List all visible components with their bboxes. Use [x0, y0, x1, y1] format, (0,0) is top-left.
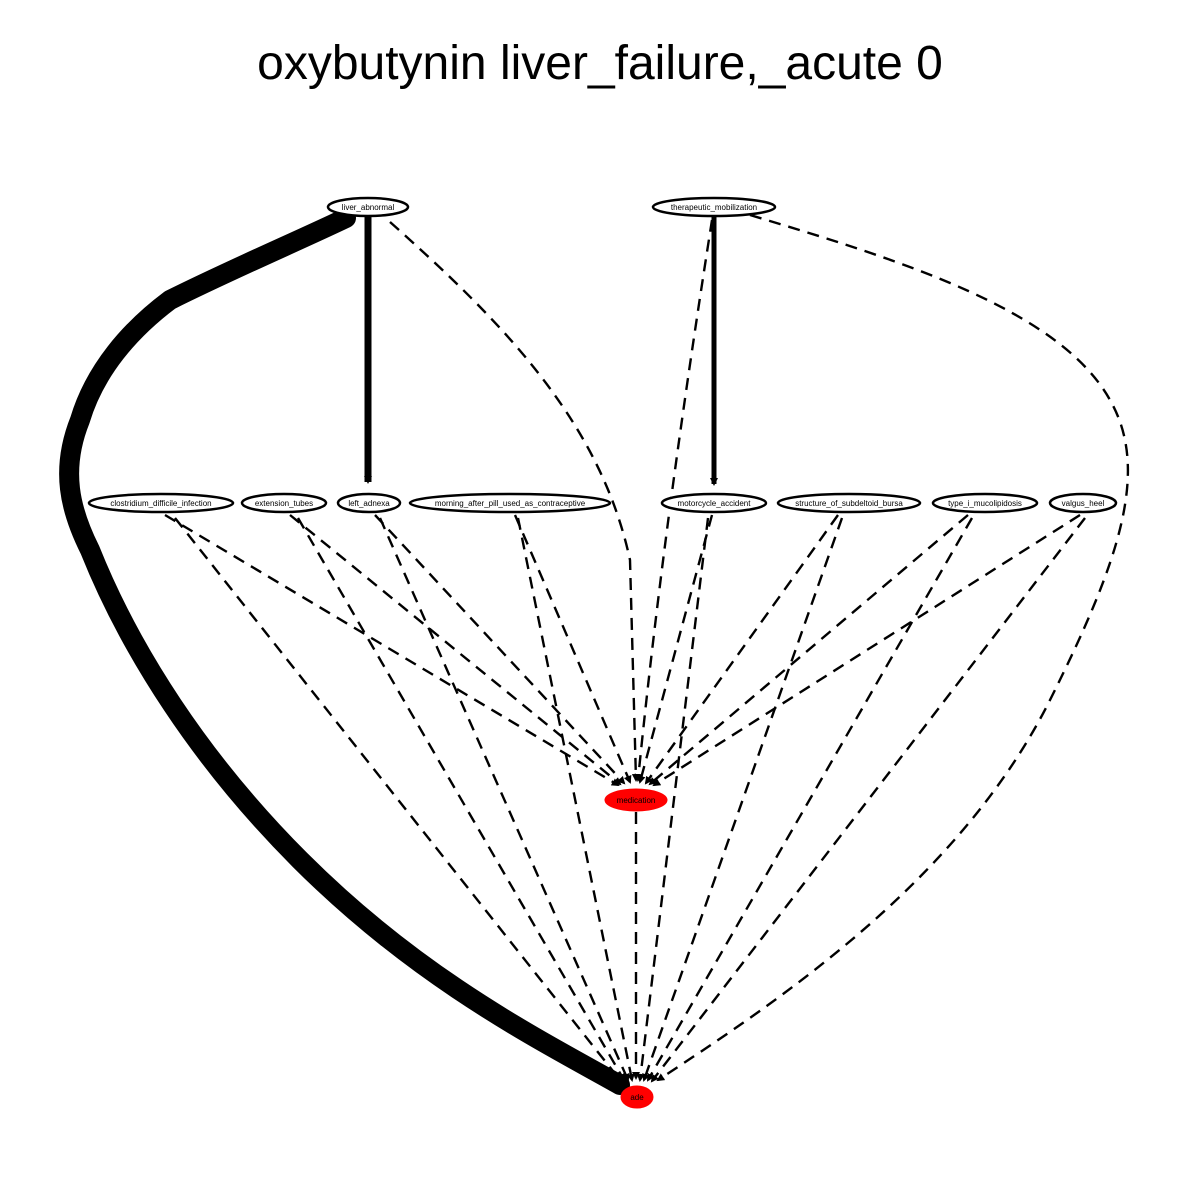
edge-extension-tubes-to-medication — [289, 514, 622, 786]
nodes: liver_abnormal therapeutic_mobilization … — [87, 196, 1118, 1109]
node-extension-tubes[interactable]: extension_tubes — [240, 492, 328, 514]
edge-left-adnexa-to-ade — [378, 517, 630, 1082]
edge-clostridium-to-medication — [164, 513, 620, 787]
edges — [59, 208, 1130, 1095]
edge-therapeutic-mobilization-to-medication — [634, 219, 714, 782]
node-therapeutic-mobilization[interactable]: therapeutic_mobilization — [651, 196, 777, 218]
node-label: morning_after_pill_used_as_contraceptive — [435, 499, 586, 508]
node-motorcycle-accident[interactable]: motorcycle_accident — [660, 492, 768, 514]
edge-left-adnexa-to-medication — [374, 514, 626, 785]
edge-valgus-heel-to-ade — [650, 517, 1086, 1083]
edge-subdeltoid-bursa-to-medication — [644, 514, 839, 785]
node-label: valgus_heel — [1062, 499, 1105, 508]
node-label: motorcycle_accident — [678, 499, 752, 508]
edge-valgus-heel-to-medication — [652, 513, 1081, 787]
node-label: medication — [617, 796, 656, 805]
node-medication[interactable]: medication — [604, 788, 668, 812]
edge-liver-abnormal-to-ade — [59, 208, 630, 1095]
edge-liver-abnormal-to-medication — [389, 221, 640, 782]
edge-therapeutic-mobilization-to-ade — [656, 213, 1130, 1082]
node-label: extension_tubes — [255, 499, 313, 508]
node-type-i-mucolipidosis[interactable]: type_i_mucolipidosis — [931, 492, 1039, 514]
node-liver-abnormal[interactable]: liver_abnormal — [326, 196, 410, 218]
node-clostridium-difficile-infection[interactable]: clostridium_difficile_infection — [87, 492, 235, 514]
node-morning-after-pill[interactable]: morning_after_pill_used_as_contraceptive — [408, 492, 612, 514]
node-label: therapeutic_mobilization — [671, 203, 757, 212]
edge-morning-after-pill-to-medication — [513, 514, 632, 784]
edge-mucolipidosis-to-medication — [648, 514, 969, 786]
edge-morning-after-pill-to-ade — [516, 517, 635, 1082]
node-label: left_adnexa — [348, 499, 390, 508]
node-label: type_i_mucolipidosis — [948, 499, 1022, 508]
node-left-adnexa[interactable]: left_adnexa — [336, 492, 402, 514]
node-label: ade — [630, 1093, 644, 1102]
node-label: clostridium_difficile_infection — [110, 499, 211, 508]
diagram-title: oxybutynin liver_failure,_acute 0 — [257, 37, 943, 90]
node-structure-of-subdeltoid-bursa[interactable]: structure_of_subdeltoid_bursa — [776, 492, 922, 514]
node-valgus-heel[interactable]: valgus_heel — [1048, 492, 1118, 514]
edge-extension-tubes-to-ade — [296, 517, 626, 1082]
edge-motorcycle-accident-to-medication — [637, 514, 714, 784]
node-label: liver_abnormal — [342, 203, 395, 212]
edge-mucolipidosis-to-ade — [646, 517, 974, 1082]
node-label: structure_of_subdeltoid_bursa — [795, 499, 903, 508]
node-ade[interactable]: ade — [620, 1085, 654, 1109]
edge-motorcycle-accident-to-ade — [636, 517, 710, 1082]
